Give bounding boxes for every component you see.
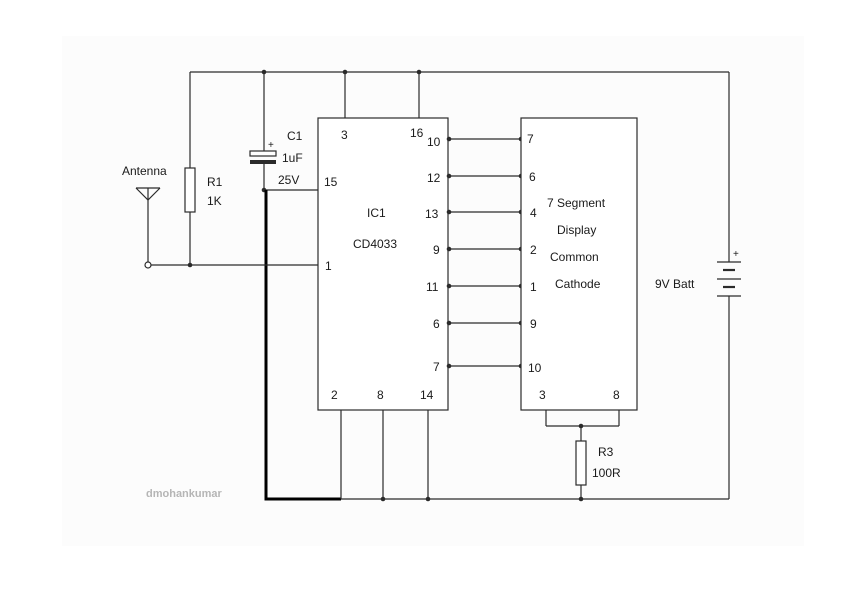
c1-ref-label: C1 <box>287 129 303 143</box>
display-label-line2: Display <box>557 223 596 237</box>
junction-dot <box>380 496 386 502</box>
display-pin-6: 6 <box>529 170 536 184</box>
ic1-pin-8: 8 <box>377 388 384 402</box>
capacitor-c1 <box>249 72 277 178</box>
ic1-pin-15: 15 <box>324 175 338 189</box>
display-label-line3: Common <box>550 250 599 264</box>
r3-ref-label: R3 <box>598 445 614 459</box>
ic1-pin-3: 3 <box>341 128 348 142</box>
display-pin-7: 7 <box>527 132 534 146</box>
display-pin-4: 4 <box>530 206 537 220</box>
display-pin-1: 1 <box>530 280 537 294</box>
ic1-pin-14: 14 <box>420 388 434 402</box>
display-pin-3: 3 <box>539 388 546 402</box>
antenna-icon <box>135 187 161 269</box>
antenna-label: Antenna <box>122 164 167 178</box>
c1-value-label: 1uF <box>282 151 303 165</box>
resistor-r1 <box>184 72 196 265</box>
r1-ref-label: R1 <box>207 175 223 189</box>
ic1-pin-10: 10 <box>427 135 441 149</box>
r1-value-label: 1K <box>207 194 222 208</box>
ic1-pin-6: 6 <box>433 317 440 331</box>
display-pin-2: 2 <box>530 243 537 257</box>
ic1-ref-label: IC1 <box>367 206 386 220</box>
display-pin-10: 10 <box>528 361 542 375</box>
ic1-pin-9: 9 <box>433 243 440 257</box>
ic1-pin-12: 12 <box>427 171 441 185</box>
battery-label: 9V Batt <box>655 277 695 291</box>
ic1-chip <box>317 117 449 411</box>
watermark-text: dmohankumar <box>146 488 223 500</box>
ic1-pin-11: 11 <box>426 280 439 294</box>
display-pin-9: 9 <box>530 317 537 331</box>
seven-segment-display <box>520 117 638 411</box>
display-label-line4: Cathode <box>555 277 601 291</box>
ic1-pin-13: 13 <box>425 207 439 221</box>
battery-plus-sign: + <box>733 249 739 260</box>
display-pin-8: 8 <box>613 388 620 402</box>
display-label-line1: 7 Segment <box>547 196 606 210</box>
ic1-pin-2: 2 <box>331 388 338 402</box>
resistor-r3 <box>575 440 587 499</box>
ground-wire-thick <box>264 190 341 501</box>
ic1-pin-7: 7 <box>433 360 440 374</box>
junction-dot <box>578 496 584 502</box>
ic1-pin-16: 16 <box>410 126 424 140</box>
c1-voltage-label: 25V <box>278 173 299 187</box>
c1-plus-sign: + <box>268 140 274 151</box>
common-cathode-wiring <box>545 410 620 441</box>
ic1-pin-1: 1 <box>325 259 332 273</box>
r3-value-label: 100R <box>592 466 621 480</box>
junction-dot <box>187 262 193 268</box>
battery-icon <box>717 72 741 499</box>
junction-dot <box>425 496 431 502</box>
ic1-part-label: CD4033 <box>353 237 397 251</box>
